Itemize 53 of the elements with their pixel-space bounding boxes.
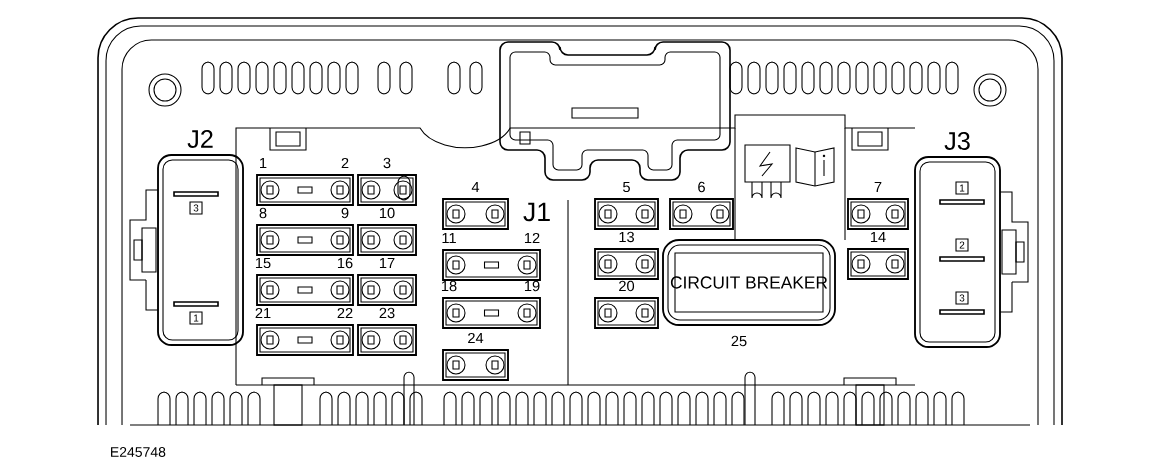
fuse: 24 [442, 332, 509, 381]
fuse: 4 [442, 181, 509, 230]
fuse: 3 [357, 157, 417, 206]
node-label: J2 [187, 130, 213, 148]
figure-code: E245748 [111, 447, 166, 457]
node-label: 14 [870, 231, 886, 243]
circuit-breaker: CIRCUIT BREAKER [662, 239, 836, 326]
node-label: 8 [259, 207, 267, 219]
fuse-block-label: J1 [523, 202, 550, 222]
node-label: 1 [260, 157, 267, 169]
node-label: 9 [341, 207, 349, 219]
node-label: 7 [874, 181, 882, 193]
node-label: 22 [337, 307, 353, 319]
fuse: 15 16 [255, 257, 354, 306]
fuse: 20 [594, 280, 659, 329]
node-label: 19 [524, 280, 540, 292]
node-label: 10 [379, 207, 395, 219]
node-label: 15 [255, 257, 271, 269]
node-label: 21 [255, 307, 271, 319]
node-label: J3 [944, 132, 970, 150]
pin-number: 3 [955, 291, 969, 305]
pin-number: 2 [955, 238, 969, 252]
node-label: 23 [379, 307, 395, 319]
node-label: 17 [379, 257, 395, 269]
node-label: 11 [442, 232, 456, 244]
fuse: 5 [594, 181, 659, 230]
fuse: 6 [669, 181, 734, 230]
fuse: 18 19 [441, 280, 541, 329]
node-label: 12 [524, 232, 540, 244]
fuse: 17 [357, 257, 417, 306]
node-label: 18 [441, 280, 457, 292]
node-label: 4 [471, 181, 480, 193]
pin-number: 3 [189, 201, 203, 215]
fuse: 1 2 [256, 157, 354, 206]
fuse: 8 9 [256, 207, 354, 256]
pin-number: 1 [189, 311, 203, 325]
fuse: 7 [847, 181, 909, 230]
fuse: 23 [357, 307, 417, 356]
pin-number: 1 [955, 181, 969, 195]
fuse: 11 12 [442, 232, 541, 281]
fuse: 13 [594, 231, 659, 280]
node-label: 2 [341, 157, 349, 169]
node-label: 20 [619, 280, 635, 292]
fuse: 10 [357, 207, 417, 256]
fuse: 21 22 [255, 307, 354, 356]
node-label: 3 [383, 157, 391, 169]
node-label: 24 [468, 332, 484, 344]
node-label: 6 [698, 181, 705, 193]
fuse-number: 25 [731, 335, 747, 347]
node-label: 16 [337, 257, 353, 269]
node-label: 5 [623, 181, 630, 193]
fuse: 14 [847, 231, 909, 280]
node-label: 13 [619, 231, 635, 243]
